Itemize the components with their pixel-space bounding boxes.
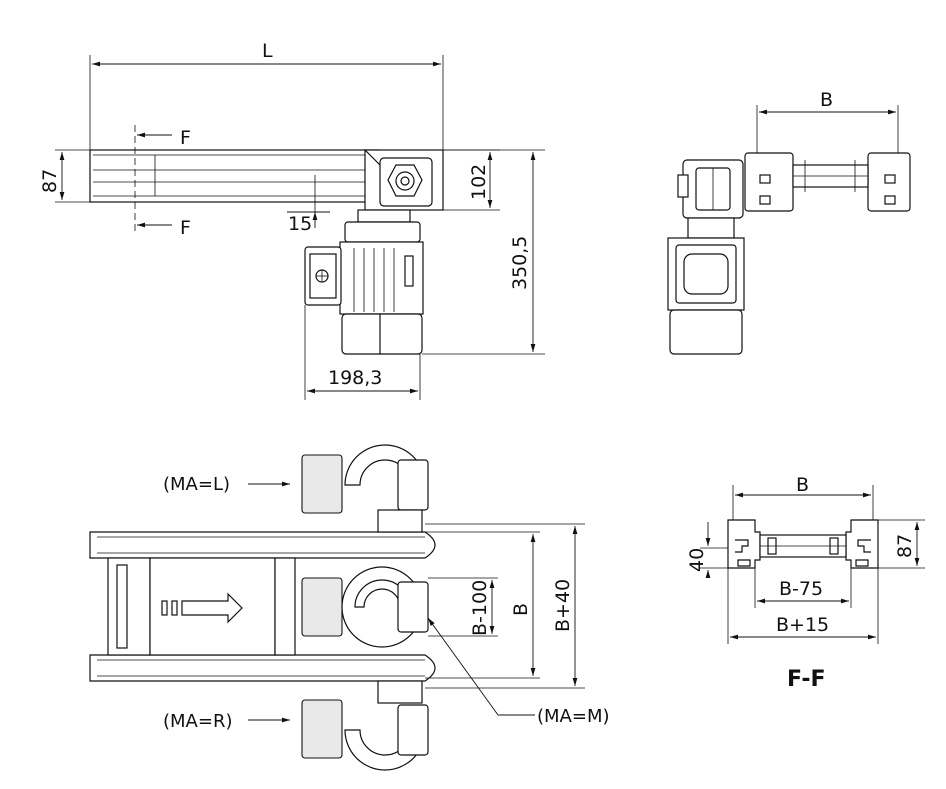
- plan-b-label: B: [510, 603, 532, 616]
- section-view: B 87 40 B-75 B+15 F-F: [686, 474, 925, 692]
- section-marker-top: F: [180, 127, 191, 149]
- plan-b-minus-100-label: B-100: [469, 580, 491, 636]
- mounting-left-label: (MA=L): [163, 474, 230, 495]
- section-height-87-label: 87: [894, 534, 916, 558]
- section-40-label: 40: [686, 548, 708, 572]
- dimension-motor-width-label: 198,3: [328, 367, 382, 389]
- mounting-right-label: (MA=R): [163, 711, 232, 732]
- side-view: L F F 87 15 102: [39, 40, 545, 400]
- end-view-width-label: B: [820, 89, 833, 111]
- section-title: F-F: [787, 667, 826, 692]
- dimension-height-102-label: 102: [468, 164, 490, 200]
- dimension-offset-15-label: 15: [288, 213, 312, 235]
- dimension-total-height-label: 350,5: [509, 236, 531, 290]
- end-view: B: [667, 89, 911, 355]
- section-width-label: B: [796, 474, 809, 496]
- plan-b-plus-40-label: B+40: [552, 579, 574, 632]
- mounting-middle-label: (MA=M): [537, 706, 610, 727]
- section-b-plus-15-label: B+15: [776, 614, 829, 636]
- plan-view: B-100 B B+40 (MA=L) (MA=R) (MA=M): [89, 444, 610, 771]
- dimension-height-87-label: 87: [39, 169, 61, 193]
- section-b-minus-75-label: B-75: [779, 578, 823, 600]
- dimension-length-label: L: [262, 40, 273, 62]
- section-marker-bottom: F: [180, 217, 191, 239]
